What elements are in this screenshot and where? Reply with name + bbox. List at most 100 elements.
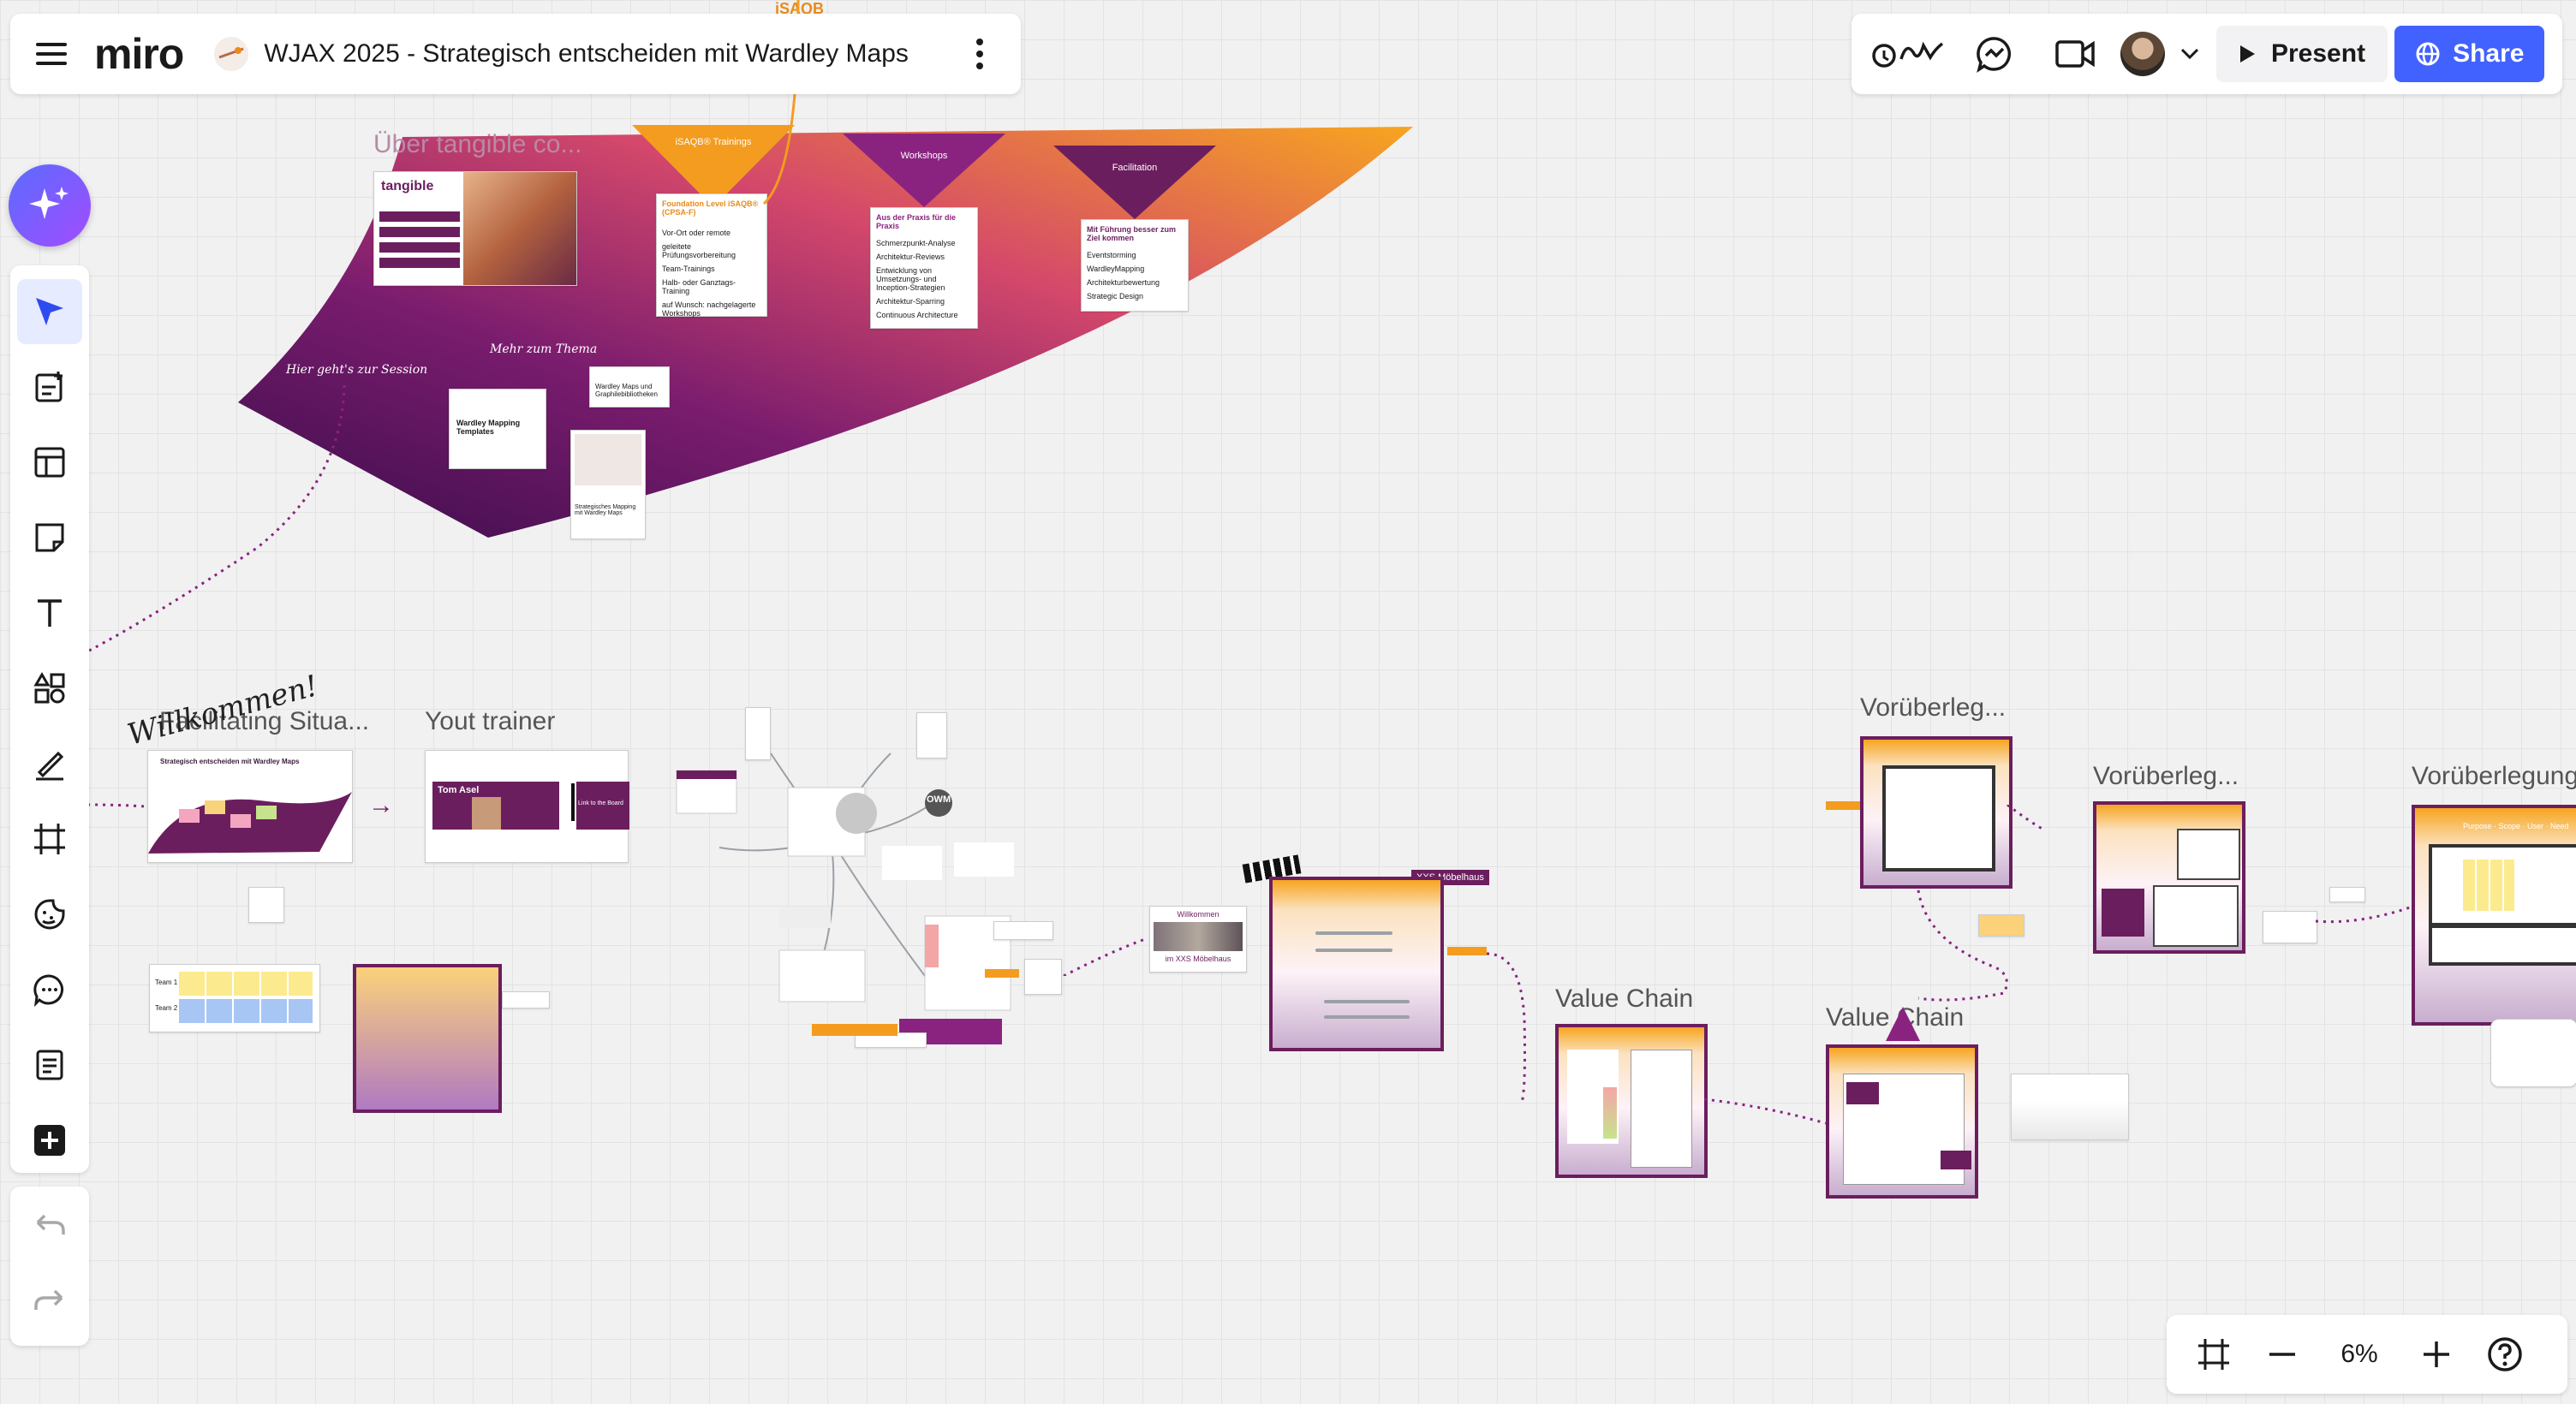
banner-title[interactable]: Über tangible co... — [373, 130, 582, 158]
card-facilitation[interactable]: Mit Führung besser zum Ziel kommen Event… — [1081, 219, 1189, 312]
small-note-left[interactable] — [502, 991, 550, 1008]
more-apps-tool[interactable] — [17, 1108, 82, 1173]
card-trainings-item: Vor-Ort oder remote — [662, 229, 731, 237]
plus-icon — [2424, 1342, 2449, 1367]
zoom-out-button[interactable] — [2252, 1324, 2312, 1384]
shapes-icon — [33, 672, 65, 704]
sticky-note-icon — [35, 523, 64, 552]
present-button[interactable]: Present — [2216, 26, 2388, 82]
redo-button[interactable] — [17, 1269, 82, 1334]
avatar — [2120, 32, 2165, 76]
voruberleg-2-slide[interactable] — [2093, 801, 2245, 954]
reactions-icon — [1872, 41, 1944, 68]
reactions-button[interactable] — [1870, 24, 1947, 84]
card-facilitation-item: WardleyMapping — [1087, 265, 1145, 273]
vor-note-orange[interactable] — [1978, 914, 2024, 937]
wardley-slide[interactable]: Strategisch entscheiden mit Wardley Maps — [147, 750, 353, 863]
value-chain-1-slide[interactable] — [1555, 1024, 1708, 1178]
team-table[interactable]: Team 1 Team 2 — [149, 964, 320, 1032]
mind-note-a[interactable] — [745, 707, 771, 760]
minus-icon — [2269, 1353, 2295, 1356]
voruberleg-1-slide[interactable] — [1860, 736, 2012, 889]
zoom-in-button[interactable] — [2406, 1324, 2466, 1384]
trainer-slide[interactable]: Tom Asel Link to the Board — [425, 750, 629, 863]
text-tool[interactable] — [17, 580, 82, 645]
workshop-slide[interactable] — [1269, 877, 1444, 1051]
card-workshops[interactable]: Aus der Praxis für die Praxis Schmerzpun… — [870, 207, 978, 329]
zoom-level[interactable]: 6% — [2340, 1340, 2378, 1368]
board-title[interactable]: WJAX 2025 - Strategisch entscheiden mit … — [264, 39, 909, 68]
user-menu-button[interactable] — [2120, 32, 2199, 76]
card-maps-books[interactable]: Wardley Maps und Graphilebibliotheken — [589, 366, 670, 408]
ai-assist-button[interactable] — [9, 164, 91, 247]
help-button[interactable] — [2475, 1324, 2535, 1384]
comment-tool[interactable] — [17, 957, 82, 1022]
triangle-facilitation[interactable] — [1053, 146, 1216, 223]
triangle-workshops[interactable] — [843, 134, 1005, 211]
chevron-down-icon — [2180, 48, 2199, 60]
chat-activity-icon — [1977, 37, 2012, 73]
mind-map-cluster[interactable] — [668, 702, 1062, 1096]
card-templates[interactable]: Wardley Mapping Templates — [449, 389, 546, 469]
dotted-connector-vc2[interactable] — [1704, 1096, 1833, 1147]
mind-note-d[interactable] — [1024, 959, 1062, 995]
main-menu-button[interactable] — [21, 23, 82, 85]
triangle-trainings[interactable] — [632, 125, 795, 211]
card-facilitation-item: Strategic Design — [1087, 292, 1144, 300]
sticky-note-tool[interactable] — [17, 505, 82, 570]
vor-note-c[interactable] — [2329, 887, 2365, 902]
frame-voruberleg-1-title[interactable]: Vorüberleg... — [1860, 693, 2007, 722]
select-tool[interactable] — [17, 279, 82, 344]
stickers-tool[interactable] — [17, 882, 82, 947]
triangle-facilitation-label: Facilitation — [1112, 163, 1158, 173]
dotted-connector-vor3[interactable] — [2316, 890, 2418, 933]
mind-note-b[interactable] — [916, 712, 947, 759]
card-trainings[interactable]: Foundation Level iSAQB® (CPSA-F) Vor-Ort… — [656, 193, 767, 318]
board-options-button[interactable] — [961, 28, 999, 80]
frame-voruberleg-3-title[interactable]: Vorüberlegung — [2412, 762, 2576, 790]
frame-facilitating-title[interactable]: Facilitating Situa... — [159, 707, 370, 735]
undo-button[interactable] — [17, 1193, 82, 1258]
frame-layout-tool[interactable] — [17, 430, 82, 495]
doc-tool[interactable] — [17, 1032, 82, 1098]
gradient-card[interactable] — [353, 964, 502, 1113]
share-button[interactable]: Share — [2394, 26, 2545, 82]
frame-value-chain-1-title[interactable]: Value Chain — [1555, 985, 1694, 1013]
value-chain-2-slide[interactable] — [1826, 1044, 1978, 1199]
willkommen-card[interactable]: Willkommen im XXS Möbelhaus — [1149, 906, 1247, 973]
mind-note-c[interactable] — [993, 921, 1053, 940]
tangible-slide[interactable]: tangible — [373, 171, 577, 286]
shapes-tool[interactable] — [17, 656, 82, 721]
video-call-button[interactable] — [2045, 24, 2105, 84]
dotted-connector-mid[interactable] — [1062, 925, 1165, 976]
frame-trainer-title[interactable]: Yout trainer — [425, 707, 556, 735]
miro-logo[interactable]: miro — [94, 30, 184, 78]
frame-tool[interactable] — [17, 806, 82, 872]
share-label: Share — [2453, 39, 2525, 68]
card-facilitation-item: Architekturbewertung — [1087, 278, 1160, 287]
board-icon[interactable] — [212, 35, 250, 73]
card-facilitation-title: Mit Führung besser zum Ziel kommen — [1087, 225, 1177, 242]
handwriting-more[interactable]: Mehr zum Thema — [490, 342, 598, 356]
pen-tool[interactable] — [17, 731, 82, 796]
top-bar-right: Present Share — [1852, 14, 2562, 94]
isaqb-label: iSAQB — [775, 0, 825, 17]
vc-table-card[interactable] — [2011, 1074, 2129, 1140]
frame-fit-icon — [2198, 1339, 2229, 1370]
comments-button[interactable] — [1965, 24, 2024, 84]
fit-to-screen-button[interactable] — [2184, 1324, 2244, 1384]
small-note-2[interactable] — [248, 887, 284, 923]
card-trainings-title: Foundation Level iSAQB® (CPSA-F) — [662, 199, 759, 217]
dotted-connector-vc[interactable] — [1487, 950, 1538, 1104]
handwriting-session[interactable]: Hier geht's zur Session — [286, 363, 428, 377]
vor-note-d[interactable] — [2490, 1019, 2576, 1087]
dotted-connector-vor[interactable] — [1901, 805, 2072, 1010]
templates-tool[interactable] — [17, 354, 82, 419]
trainer-link: Link to the Board — [578, 800, 623, 806]
card-strategic-mapping[interactable]: Strategisches Mapping mit Wardley Maps — [570, 430, 646, 539]
undo-icon — [36, 1214, 65, 1234]
voruberleg-3-slide[interactable]: Purpose · Scope · User · Need — [2412, 805, 2576, 1026]
add-document-icon — [35, 372, 63, 402]
vor-note-b[interactable] — [2263, 911, 2317, 943]
frame-voruberleg-2-title[interactable]: Vorüberleg... — [2093, 762, 2239, 790]
